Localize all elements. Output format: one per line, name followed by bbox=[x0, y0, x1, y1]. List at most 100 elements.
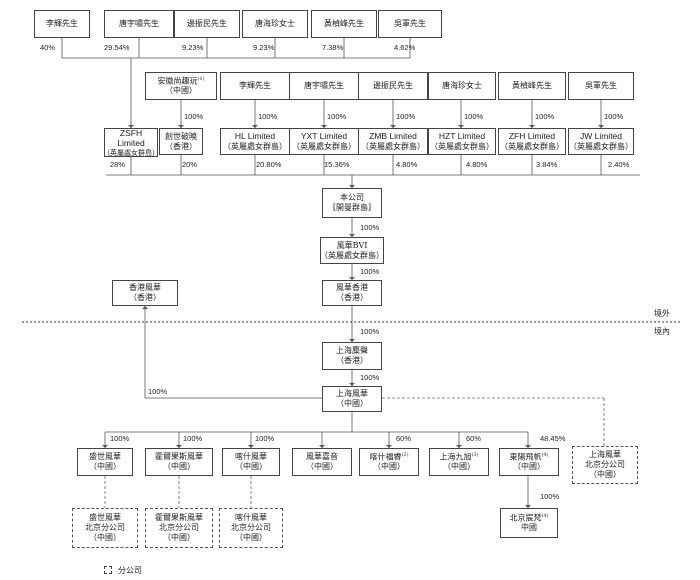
subsidiary-box-kashi: 喀什風華 （中國） bbox=[222, 448, 280, 476]
pct-label: 100% bbox=[360, 373, 380, 382]
branch-box-huoerguosi: 霍爾果斯風華 北京分公司 （中國） bbox=[145, 508, 213, 548]
branch-type: 北京分公司 bbox=[585, 460, 625, 469]
pct-label: 2.40% bbox=[608, 160, 630, 169]
entity-jurisdiction: （中國） bbox=[163, 462, 195, 471]
entity-box-chuangshi: 創世破曉 （香港） bbox=[159, 128, 203, 155]
holder-name: 李輝先生 bbox=[239, 81, 271, 90]
holder-box-li: 李輝先生 bbox=[220, 72, 290, 100]
entity-jurisdiction: （中國） bbox=[306, 462, 338, 471]
pct-label: 60% bbox=[466, 434, 482, 443]
branch-type: 北京分公司 bbox=[231, 523, 271, 532]
entity-name: 東陽飛帆(4) bbox=[509, 451, 549, 462]
pct-label: 20% bbox=[182, 160, 198, 169]
entity-name: 風華BVI bbox=[336, 240, 368, 250]
shareholder-name: 邊振民先生 bbox=[187, 19, 227, 28]
entity-jurisdiction: （英屬處女群島） bbox=[430, 141, 494, 151]
pct-label: 4.80% bbox=[466, 160, 488, 169]
holder-name: 安徽尚趣玩(1) bbox=[157, 75, 205, 86]
entity-name: 喀什風華 bbox=[235, 452, 267, 461]
shanghai-linsheng-box: 上海麋聲 （香港） bbox=[322, 342, 382, 370]
pct-label: 100% bbox=[360, 223, 380, 232]
entity-name-suffix: Limited bbox=[117, 138, 145, 149]
shareholder-name: 黃楨峰先生 bbox=[324, 19, 364, 28]
entity-name: 風華嘉音 bbox=[306, 452, 338, 461]
holder-name: 吳軍先生 bbox=[585, 81, 617, 90]
holder-box-bian: 邊振民先生 bbox=[358, 72, 428, 100]
shanghai-fenghua-box: 上海風華 （中國） bbox=[322, 386, 382, 412]
pct-label: 100% bbox=[464, 112, 484, 121]
entity-box-zsfh: ZSFH Limited （英屬處女群島） bbox=[103, 127, 159, 157]
footnote-marker: (1) bbox=[197, 75, 205, 82]
zone-label-outside: 境外 bbox=[654, 309, 670, 318]
pct-label: 100% bbox=[535, 112, 555, 121]
entity-jurisdiction: （中國） bbox=[443, 462, 475, 472]
pct-label: 100% bbox=[258, 112, 278, 121]
entity-box-jw: JW Limited （英屬處女群島） bbox=[568, 128, 634, 155]
holder-box-anhui: 安徽尚趣玩(1) （中國） bbox=[145, 72, 217, 100]
entity-jurisdiction: （中國） bbox=[373, 462, 405, 472]
entity-jurisdiction: （香港） bbox=[336, 356, 368, 365]
subsidiary-box-fhjiayin: 風華嘉音 （中國） bbox=[292, 448, 352, 476]
shareholder-box-bian: 邊振民先生 bbox=[174, 10, 240, 38]
entity-box-zfh: ZFH Limited （英屬處女群島） bbox=[498, 128, 566, 155]
entity-name: ZSFH bbox=[119, 127, 143, 138]
holder-name: 唐宇嘯先生 bbox=[304, 81, 344, 90]
pct-label: 100% bbox=[360, 267, 380, 276]
entity-jurisdiction: （香港） bbox=[336, 293, 368, 302]
pct-label: 40% bbox=[40, 43, 56, 52]
footnote-marker: (4) bbox=[541, 451, 549, 458]
pct-label: 100% bbox=[184, 112, 204, 121]
branch-jurisdiction: （中國） bbox=[235, 533, 267, 542]
shareholder-name: 吳軍先生 bbox=[394, 19, 426, 28]
pct-label: 3.84% bbox=[536, 160, 558, 169]
pct-label: 60% bbox=[396, 434, 412, 443]
pct-label: 100% bbox=[148, 387, 168, 396]
entity-box-hl: HL Limited （英屬處女群島） bbox=[220, 128, 290, 155]
branch-legend-swatch bbox=[104, 566, 112, 574]
pct-label: 28% bbox=[110, 160, 126, 169]
pct-label: 100% bbox=[396, 112, 416, 121]
subsidiary-box-shjiuxu: 上海九旭(3) （中國） bbox=[429, 448, 489, 476]
pct-label: 15.36% bbox=[324, 160, 350, 169]
entity-name: 上海麋聲 bbox=[336, 346, 368, 355]
footnote-marker: (2) bbox=[401, 451, 409, 458]
pct-label: 100% bbox=[255, 434, 275, 443]
holder-name: 唐海珍女士 bbox=[442, 81, 482, 90]
branch-box-shengshi: 盛世風華 北京分公司 （中國） bbox=[72, 508, 138, 548]
entity-name: 盛世風華 bbox=[89, 452, 121, 461]
entity-name: 上海九旭(3) bbox=[439, 451, 479, 462]
entity-jurisdiction: （中國） bbox=[513, 462, 545, 472]
pct-label: 9.23% bbox=[253, 43, 275, 52]
entity-name: JW Limited bbox=[579, 131, 623, 142]
shareholder-name: 唐宇嘯先生 bbox=[119, 19, 159, 28]
branch-name: 上海風華 bbox=[589, 450, 621, 459]
holder-name: 黃楨峰先生 bbox=[512, 81, 552, 90]
branch-jurisdiction: （中國） bbox=[163, 533, 195, 542]
pct-label: 4.62% bbox=[394, 43, 416, 52]
entity-name: 霍爾果斯風華 bbox=[155, 452, 203, 461]
entity-jurisdiction: （英屬處女群島） bbox=[500, 141, 564, 151]
shareholder-box-li: 李輝先生 bbox=[34, 10, 90, 38]
branch-box-kashi: 喀什風華 北京分公司 （中國） bbox=[219, 508, 283, 548]
pct-label: 100% bbox=[360, 327, 380, 336]
pct-label: 29.54% bbox=[104, 43, 130, 52]
pct-label: 9.23% bbox=[182, 43, 204, 52]
shareholder-box-wu: 吳軍先生 bbox=[378, 10, 442, 38]
shareholder-name: 唐海珍女士 bbox=[255, 19, 295, 28]
entity-jurisdiction: （中國） bbox=[336, 399, 368, 408]
pct-label: 100% bbox=[540, 492, 560, 501]
entity-name: 本公司 bbox=[340, 193, 364, 202]
subsidiary-box-dongyang: 東陽飛帆(4) （中國） bbox=[499, 448, 559, 476]
pct-label: 100% bbox=[327, 112, 347, 121]
pct-label: 4.80% bbox=[396, 160, 418, 169]
branch-type: 北京分公司 bbox=[85, 523, 125, 532]
zone-label-inside: 境內 bbox=[654, 327, 670, 336]
entity-jurisdiction: （香港） bbox=[165, 141, 197, 151]
entity-name: ZMB Limited bbox=[369, 131, 417, 142]
entity-name: 香港風華 bbox=[129, 283, 161, 292]
pct-label: 20.80% bbox=[256, 160, 282, 169]
entity-jurisdiction: （中國） bbox=[89, 462, 121, 471]
entity-jurisdiction: （英屬處女群島） bbox=[320, 250, 384, 260]
